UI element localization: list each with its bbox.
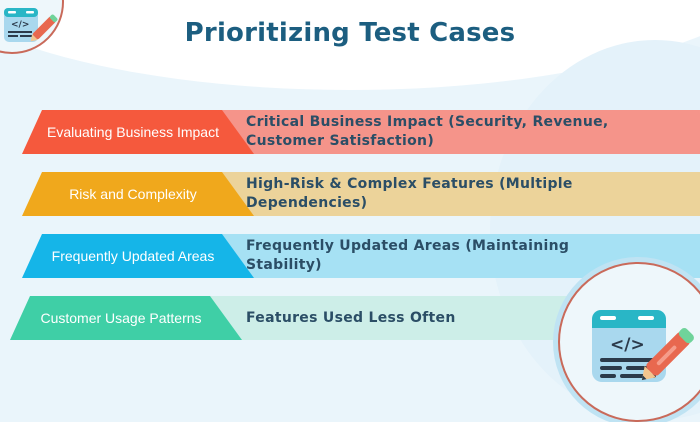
- description-band: [200, 110, 700, 154]
- category-label: Evaluating Business Impact: [22, 110, 254, 154]
- corner-icon-badge: </>: [0, 0, 64, 54]
- category-label: Customer Usage Patterns: [10, 296, 242, 340]
- description-text: Critical Business Impact (Security, Reve…: [246, 114, 609, 149]
- description-text: High-Risk & Complex Features (Multiple D…: [246, 176, 573, 211]
- svg-text:</>: </>: [11, 20, 29, 30]
- category-label: Risk and Complexity: [22, 172, 254, 216]
- description-band: [200, 172, 700, 216]
- svg-text:</>: </>: [610, 335, 645, 355]
- priority-row-risk-complexity: Risk and Complexity High-Risk & Complex …: [0, 172, 700, 216]
- description-text: Features Used Less Often: [246, 309, 456, 326]
- description-text: Frequently Updated Areas (Maintaining St…: [246, 238, 570, 273]
- code-window-pencil-icon: </>: [592, 310, 694, 382]
- page-title: Prioritizing Test Cases: [184, 18, 516, 48]
- code-window-pencil-icon: </>: [4, 8, 58, 42]
- priority-row-frequently-updated: Frequently Updated Areas Frequently Upda…: [0, 234, 700, 278]
- priority-row-business-impact: Evaluating Business Impact Critical Busi…: [0, 110, 700, 154]
- corner-icon-badge: </>: [558, 262, 700, 422]
- category-label: Frequently Updated Areas: [22, 234, 254, 278]
